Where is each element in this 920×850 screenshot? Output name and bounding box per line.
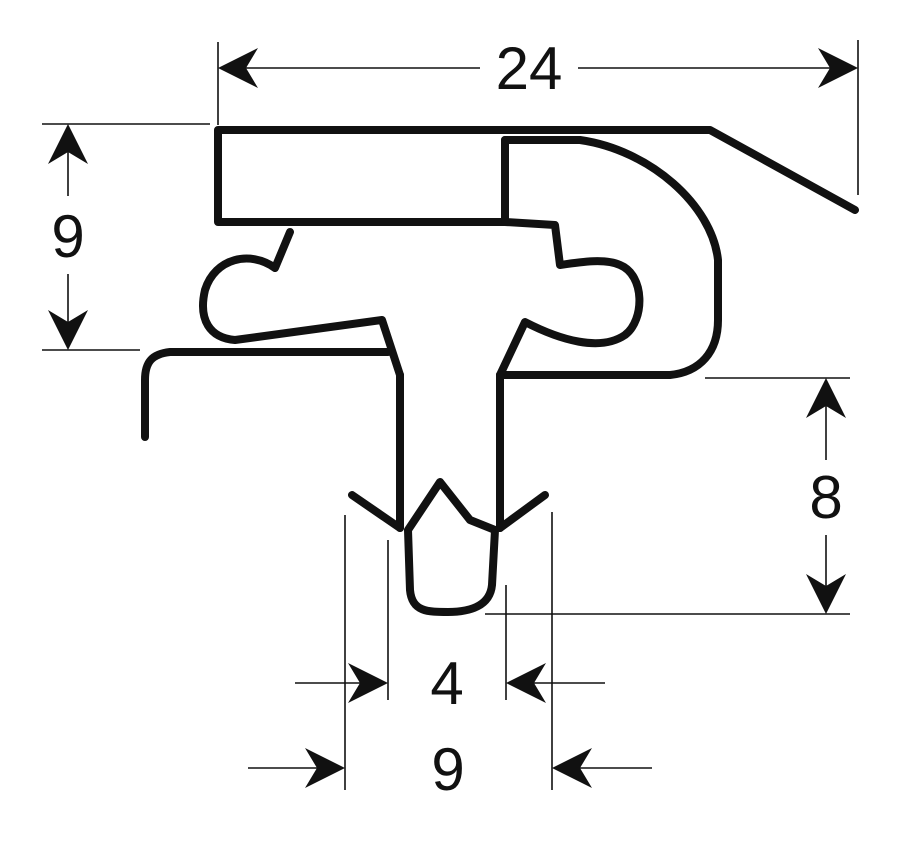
profile-barbs (348, 491, 549, 532)
profile-bulb-tip (404, 478, 499, 616)
dim-label-foot-outer: 9 (431, 736, 464, 803)
dimension-labels: 24 9 8 4 9 (51, 35, 842, 803)
dimension-lines (42, 40, 859, 790)
dim-label-foot-inner: 4 (430, 650, 463, 717)
profile-left-lip (141, 348, 392, 441)
profile-stem (396, 371, 504, 532)
dim-label-height-right: 8 (809, 464, 842, 531)
dim-label-total-width: 24 (496, 35, 563, 102)
gasket-profile (141, 126, 859, 616)
dim-label-height-left: 9 (51, 203, 84, 270)
profile-fins (199, 218, 644, 379)
profile-outer-outline (214, 126, 859, 379)
